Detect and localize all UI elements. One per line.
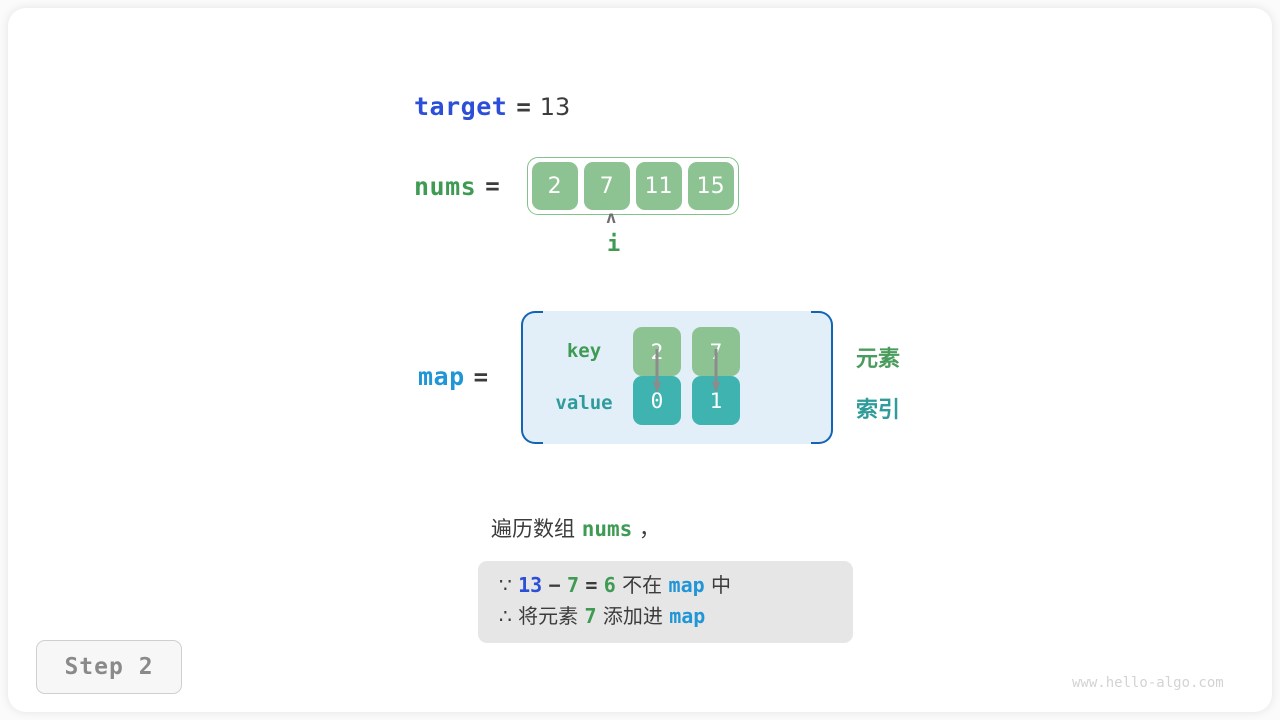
map-label: map <box>418 362 465 391</box>
note-line2-num: 7 <box>584 604 597 628</box>
note-operand-a: 13 <box>518 573 543 597</box>
array-cell: 7 <box>583 162 630 210</box>
map-equals: = <box>473 362 489 391</box>
caption-suffix: ， <box>632 517 660 541</box>
note-line2-pre: 将元素 <box>511 604 585 628</box>
target-row: target = 13 <box>414 92 570 121</box>
array-cell: 15 <box>687 162 734 210</box>
map-row: map = <box>418 362 497 391</box>
map-key-label: key <box>566 340 602 362</box>
map-key-cell: 7 <box>692 327 740 376</box>
step-badge: Step 2 <box>36 640 182 694</box>
map-entry: 2 0 <box>633 327 681 425</box>
map-entry: 7 1 <box>692 327 740 425</box>
pointer-index-label: i <box>607 232 621 257</box>
caption-prefix: 遍历数组 <box>491 517 582 541</box>
caption-code: nums <box>581 517 633 541</box>
caption-text: 遍历数组 nums ， <box>491 513 660 543</box>
note-line1-map: map <box>668 573 705 597</box>
because-symbol: ∵ <box>499 573 512 597</box>
target-value: 13 <box>539 93 571 121</box>
nums-array-container: 2 7 11 15 <box>526 157 739 215</box>
watermark: www.hello-algo.com <box>1072 675 1224 691</box>
map-entries: 2 0 7 1 <box>633 327 740 425</box>
nums-row: nums = 2 7 11 15 <box>414 157 739 215</box>
note-line2-map: map <box>669 604 706 628</box>
note-operand-b: 7 <box>566 573 579 597</box>
nums-label: nums <box>414 171 477 201</box>
map-value-cell: 0 <box>633 376 681 425</box>
note-equals: = <box>585 573 598 597</box>
map-value-label: value <box>555 392 613 414</box>
map-row-labels: key value <box>549 311 619 444</box>
nums-equals: = <box>485 172 500 200</box>
note-minus: − <box>548 573 561 597</box>
map-side-label-element: 元素 <box>856 347 901 372</box>
note-line-2: ∴ 将元素 7 添加进 map <box>478 601 853 632</box>
therefore-symbol: ∴ <box>499 604 512 628</box>
note-line2-mid: 添加进 <box>596 604 670 628</box>
target-label: target <box>414 92 508 121</box>
note-line1-tail: 中 <box>704 573 732 597</box>
note-line1-mid: 不在 <box>615 573 669 597</box>
pointer-caret-icon: ʌ <box>606 208 617 228</box>
map-value-cell: 1 <box>692 376 740 425</box>
note-box: ∵ 13 − 7 = 6 不在 map 中 ∴ 将元素 7 添加进 map <box>478 561 853 643</box>
map-side-label-index: 索引 <box>856 398 901 423</box>
map-key-cell: 2 <box>633 327 681 376</box>
target-equals: = <box>516 93 531 121</box>
array-cell: 2 <box>531 162 578 210</box>
note-result: 6 <box>603 573 616 597</box>
array-cell: 11 <box>635 162 682 210</box>
note-line-1: ∵ 13 − 7 = 6 不在 map 中 <box>478 570 853 601</box>
